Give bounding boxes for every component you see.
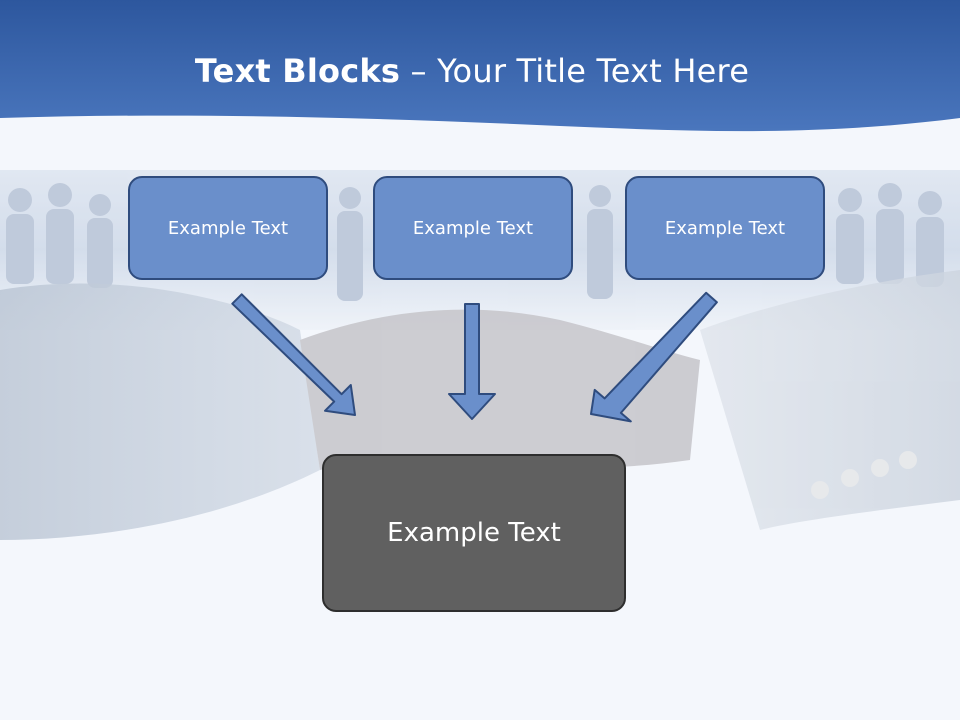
text-block-3-label: Example Text xyxy=(664,217,786,239)
text-block-1-label: Example Text xyxy=(167,217,289,239)
text-block-2[interactable]: Example Text xyxy=(373,176,573,280)
text-block-2-label: Example Text xyxy=(412,217,534,239)
text-block-1[interactable]: Example Text xyxy=(128,176,328,280)
header-band xyxy=(0,0,960,132)
text-block-3[interactable]: Example Text xyxy=(625,176,825,280)
handshake-image xyxy=(0,270,960,540)
arrow-left xyxy=(231,293,356,416)
page-title: Text Blocks – Your Title Text Here xyxy=(0,52,944,90)
title-bold: Text Blocks xyxy=(194,52,401,90)
title-dash: – xyxy=(400,52,438,90)
title-rest: Your Title Text Here xyxy=(437,52,750,90)
arrow-center xyxy=(448,303,496,420)
target-block-label: Example Text xyxy=(387,518,561,548)
arrow-right xyxy=(590,291,718,423)
target-block[interactable]: Example Text xyxy=(322,454,626,612)
